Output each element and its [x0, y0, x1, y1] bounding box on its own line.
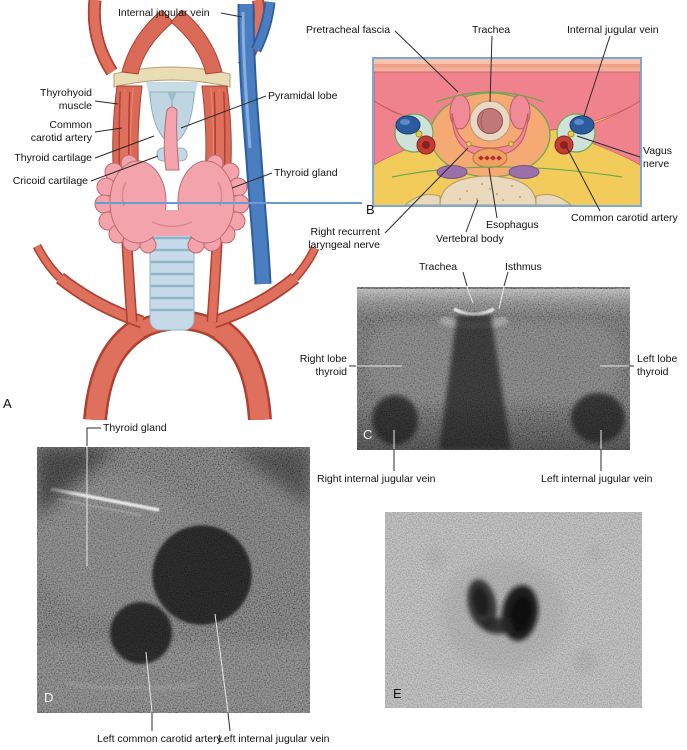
panel-a-illustration [32, 0, 320, 420]
label-trachea-b: Trachea [472, 24, 511, 36]
label-thyrohyoid-muscle: Thyrohyoid muscle [40, 87, 92, 112]
label-right-lobe-thyroid: Right lobe thyroid [299, 353, 347, 378]
hyoid-bone [113, 66, 231, 88]
label-common-carotid-artery-b: Common carotid artery [571, 212, 678, 224]
label-cricoid-cartilage: Cricoid cartilage [12, 175, 88, 187]
label-trachea-c: Trachea [419, 261, 458, 273]
label-left-internal-jugular-vein-d: Left internal jugular vein [218, 733, 330, 745]
label-thyroid-gland-d: Thyroid gland [103, 422, 167, 434]
pyramidal-lobe-shape [163, 106, 180, 171]
panel-d-ultrasound [37, 447, 310, 713]
trachea-shape [149, 225, 195, 331]
label-left-internal-jugular-vein-c: Left internal jugular vein [541, 473, 653, 485]
trachea-cross-section [469, 100, 511, 142]
carotid-sheath-left-side [554, 113, 596, 155]
label-right-recurrent-laryngeal-nerve: Right recurrent laryngeal nerve [308, 226, 380, 251]
label-esophagus: Esophagus [486, 219, 539, 231]
label-vertebral-body: Vertebral body [436, 233, 504, 245]
panel-b-cross-section [372, 57, 642, 207]
label-thyroid-cartilage: Thyroid cartilage [14, 152, 92, 164]
panel-letter-e: E [393, 686, 402, 701]
label-thyroid-gland-a: Thyroid gland [274, 167, 338, 179]
panel-c-ultrasound [357, 287, 630, 450]
label-vagus-nerve: Vagus nerve [643, 145, 672, 170]
panel-letter-c: C [363, 427, 373, 442]
label-pyramidal-lobe: Pyramidal lobe [268, 90, 338, 102]
esophagus-shape [472, 148, 508, 168]
panel-letter-d: D [44, 690, 54, 705]
recurrent-laryngeal-nerve-right [466, 141, 472, 147]
label-left-common-carotid-artery: Left common carotid artery [97, 733, 222, 745]
jugular-vein-shape [237, 1, 276, 285]
suprahyoid-muscle-right [170, 9, 223, 75]
label-left-lobe-thyroid: Left lobe thyroid [637, 353, 678, 378]
section-frame [372, 57, 642, 207]
label-common-carotid-artery-a: Common carotid artery [30, 119, 92, 144]
carotid-sheath-right-side [394, 113, 436, 155]
label-internal-jugular-vein-b: Internal jugular vein [567, 24, 659, 36]
recurrent-laryngeal-nerve-left [508, 141, 514, 147]
label-pretracheal-fascia: Pretracheal fascia [306, 24, 391, 36]
label-isthmus: Isthmus [505, 261, 542, 273]
label-internal-jugular-vein-a: Internal jugular vein [118, 7, 210, 19]
label-right-internal-jugular-vein: Right internal jugular vein [317, 473, 436, 485]
panel-e-scintigraphy [385, 512, 642, 708]
panel-letter-a: A [3, 396, 12, 411]
panel-letter-b: B [366, 202, 375, 217]
